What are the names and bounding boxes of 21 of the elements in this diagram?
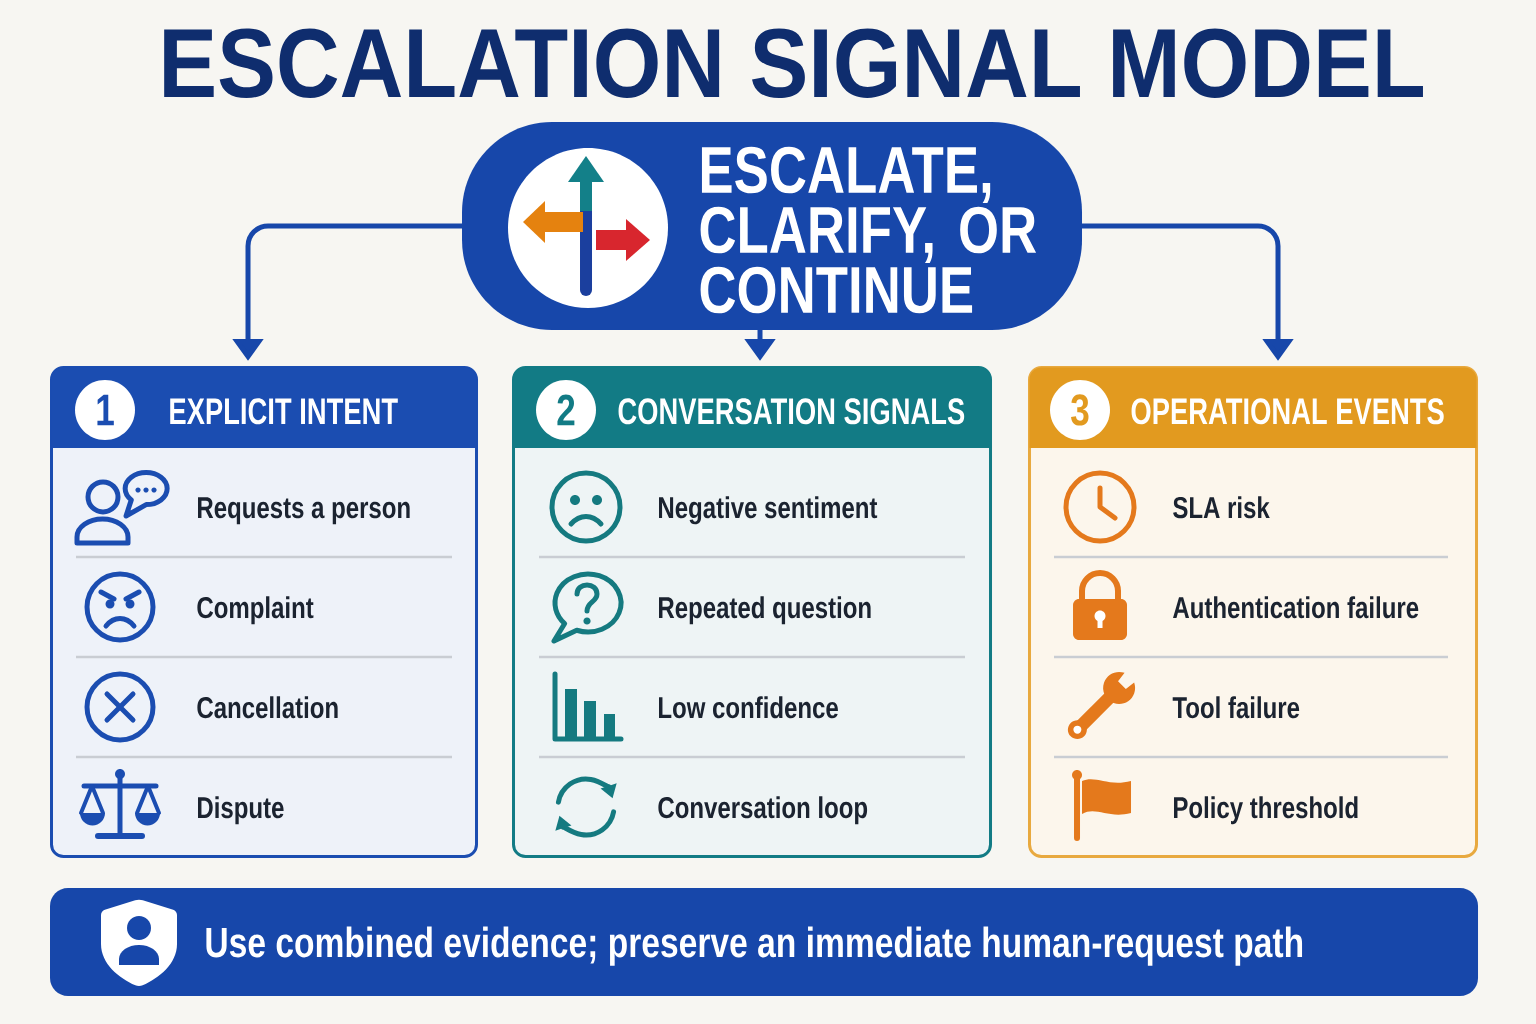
item-label: Tool failure: [1172, 696, 1300, 719]
heading: CONVERSATION SIGNALS: [618, 398, 965, 425]
item-label: Dispute: [198, 796, 284, 825]
item-label: Cancellation: [197, 696, 338, 719]
item-label: Low confidence: [659, 696, 838, 719]
title: ESCALATION SIGNAL MODEL: [164, 28, 1423, 98]
item-label: Negative sentiment: [659, 496, 878, 525]
item-label: Requests a person: [198, 497, 410, 525]
item-label: Authentication failure: [1173, 596, 1419, 619]
item-label: Conversation loop: [658, 796, 868, 825]
item-label: Policy threshold: [1174, 796, 1358, 825]
item-label: Repeated question: [659, 596, 871, 625]
item-label: Complaint: [197, 596, 314, 625]
heading: ESCALATE, CLARIFY, OR CONTINUE: [700, 146, 1037, 314]
item-label: SLA risk: [1173, 496, 1270, 519]
number-badge: 3: [1050, 380, 1110, 440]
number-badge: 1: [75, 380, 135, 440]
banner-text: Use combined evidence; preserve an immediate human-request path: [206, 926, 1303, 966]
heading: EXPLICIT INTENT: [170, 398, 398, 425]
heading: OPERATIONAL EVENTS: [1131, 398, 1444, 425]
number-badge: 2: [536, 380, 596, 440]
